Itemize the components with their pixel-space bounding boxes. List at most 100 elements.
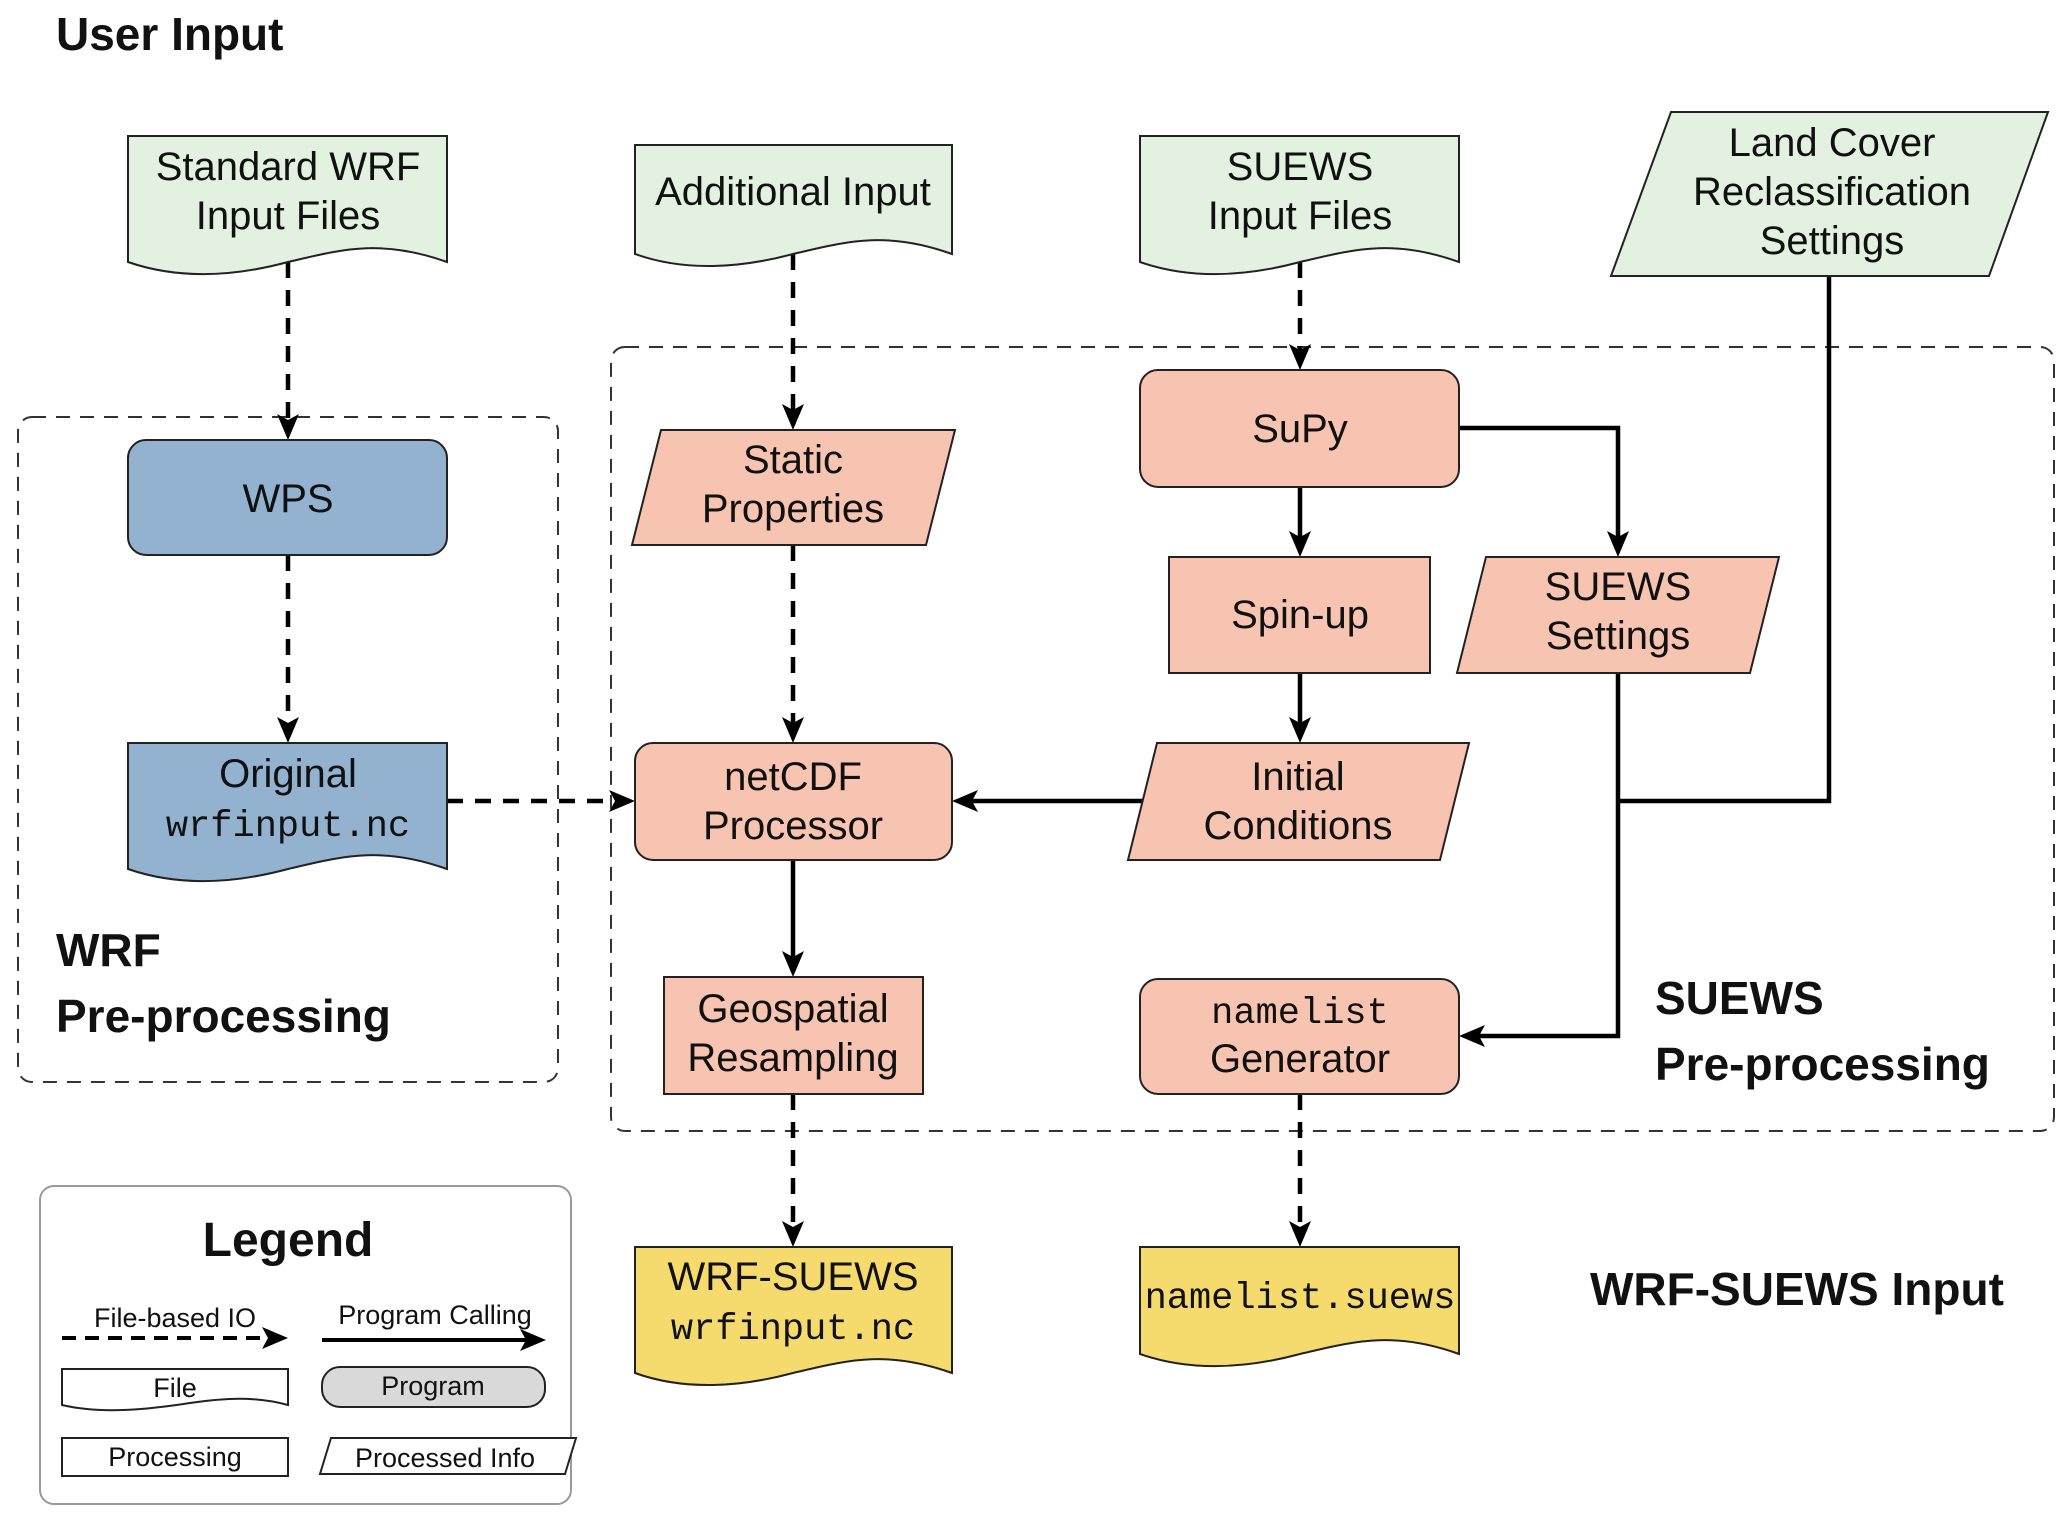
node-label: Land Cover: [1729, 121, 1936, 165]
node-wrf-suews-wrfinput[interactable]: WRF-SUEWS wrfinput.nc: [634, 1246, 953, 1387]
legend-file-shape: [61, 1368, 289, 1412]
node-standard-wrf-input-files[interactable]: Standard WRF Input Files: [127, 135, 448, 276]
arrowhead: [952, 790, 978, 812]
heading-user-input: User Input: [56, 8, 283, 60]
edge-landcover-to-junction: [1618, 276, 1832, 804]
node-label: Original: [219, 752, 357, 796]
legend-file-io-label: File-based IO: [94, 1303, 256, 1333]
node-initial-conditions[interactable]: Initial Conditions: [1126, 742, 1471, 861]
node-label: WPS: [242, 477, 333, 521]
node-label: Reclassification: [1693, 170, 1971, 214]
arrowhead: [1289, 1221, 1311, 1247]
legend: Legend File-based IO Program Calling Fil…: [39, 1185, 578, 1505]
file-shape: [127, 135, 448, 276]
legend-program-shape: [321, 1366, 546, 1408]
legend-processed-info-shape: [318, 1437, 578, 1475]
node-namelist-suews[interactable]: namelist.suews: [1139, 1246, 1460, 1368]
node-label: Spin-up: [1231, 593, 1369, 637]
edges: [277, 254, 1832, 1247]
node-additional-input[interactable]: Additional Input: [634, 144, 953, 268]
node-label: SUEWS: [1227, 145, 1374, 189]
node-label: netCDF: [724, 755, 862, 799]
node-label: Resampling: [687, 1036, 898, 1080]
node-static-properties[interactable]: Static Properties: [630, 429, 957, 546]
node-label: Standard WRF: [156, 145, 421, 189]
node-namelist-generator[interactable]: namelist Generator: [1139, 978, 1460, 1095]
node-spin-up[interactable]: Spin-up: [1168, 556, 1431, 674]
legend-processing-shape: [61, 1437, 289, 1477]
node-original-wrfinput[interactable]: Original wrfinput.nc: [127, 742, 448, 883]
node-label-mono: namelist: [1211, 993, 1389, 1035]
legend-title: Legend: [203, 1214, 374, 1267]
legend-program-calling-label: Program Calling: [338, 1300, 532, 1330]
node-label: Processor: [703, 804, 883, 848]
node-label: Initial: [1251, 755, 1344, 799]
legend-box: [39, 1185, 572, 1505]
file-shape: [634, 144, 953, 268]
program-shape: [1139, 978, 1460, 1095]
node-label: Input Files: [1208, 194, 1393, 238]
node-label: SuPy: [1252, 407, 1348, 451]
node-label: Generator: [1210, 1037, 1390, 1081]
arrowhead: [262, 1327, 288, 1349]
node-label-filename: wrfinput.nc: [671, 1309, 915, 1351]
program-shape: [127, 439, 448, 556]
node-suews-settings[interactable]: SUEWS Settings: [1455, 556, 1781, 674]
heading-wrf-pre-line1: WRF: [56, 924, 161, 976]
edge-settings-to-namelist: [1471, 673, 1621, 1039]
file-shape: [1139, 1246, 1460, 1368]
processing-shape: [663, 976, 924, 1095]
arrowhead: [1459, 1025, 1485, 1047]
node-label: Additional Input: [655, 170, 931, 214]
arrowhead: [1289, 531, 1311, 557]
arrowhead: [782, 951, 804, 977]
processed-info-shape: [1455, 556, 1781, 674]
arrowhead: [520, 1329, 546, 1351]
node-netcdf-processor[interactable]: netCDF Processor: [634, 742, 953, 861]
legend-processing-label: Processing: [108, 1442, 242, 1472]
processed-info-shape: [1126, 742, 1471, 861]
arrowhead: [609, 790, 635, 812]
heading-wrf-suews-input: WRF-SUEWS Input: [1590, 1263, 2004, 1315]
heading-suews-pre-line2: Pre-processing: [1655, 1038, 1990, 1090]
group-suews-preprocessing: [610, 346, 2055, 1132]
processed-info-shape: [630, 429, 957, 546]
heading-suews-pre-line1: SUEWS: [1655, 972, 1824, 1024]
node-label: Geospatial: [697, 987, 888, 1031]
file-shape: [1139, 135, 1460, 276]
node-wps[interactable]: WPS: [127, 439, 448, 556]
legend-program-label: Program: [381, 1371, 485, 1401]
processed-info-shape: [1609, 111, 2050, 277]
node-geospatial-resampling[interactable]: Geospatial Resampling: [663, 976, 924, 1095]
processing-shape: [1168, 556, 1431, 674]
node-label-filename: namelist.suews: [1145, 1278, 1456, 1320]
node-land-cover-reclassification-settings[interactable]: Land Cover Reclassification Settings: [1609, 111, 2050, 277]
arrowhead: [1289, 717, 1311, 743]
node-label-filename: wrfinput.nc: [166, 806, 410, 848]
arrowhead: [1607, 531, 1629, 557]
arrowhead: [782, 717, 804, 743]
program-shape: [634, 742, 953, 861]
arrowhead: [277, 414, 299, 440]
arrowhead: [277, 717, 299, 743]
arrowhead: [782, 404, 804, 430]
arrowhead: [1289, 344, 1311, 370]
group-wrf-preprocessing: [17, 416, 559, 1083]
node-label: Input Files: [196, 194, 381, 238]
node-label: Properties: [702, 487, 884, 531]
legend-processed-info-label: Processed Info: [355, 1443, 535, 1473]
edge-supy-to-settings: [1459, 425, 1621, 545]
node-label: Static: [743, 438, 843, 482]
node-suews-input-files[interactable]: SUEWS Input Files: [1139, 135, 1460, 276]
node-label: SUEWS: [1545, 565, 1692, 609]
node-label: Conditions: [1203, 804, 1392, 848]
node-label: WRF-SUEWS: [667, 1255, 918, 1299]
file-shape: [634, 1246, 953, 1387]
node-label: Settings: [1760, 219, 1905, 263]
node-supy[interactable]: SuPy: [1139, 369, 1460, 488]
file-shape: [127, 742, 448, 883]
heading-wrf-pre-line2: Pre-processing: [56, 990, 391, 1042]
program-shape: [1139, 369, 1460, 488]
arrowhead: [782, 1221, 804, 1247]
